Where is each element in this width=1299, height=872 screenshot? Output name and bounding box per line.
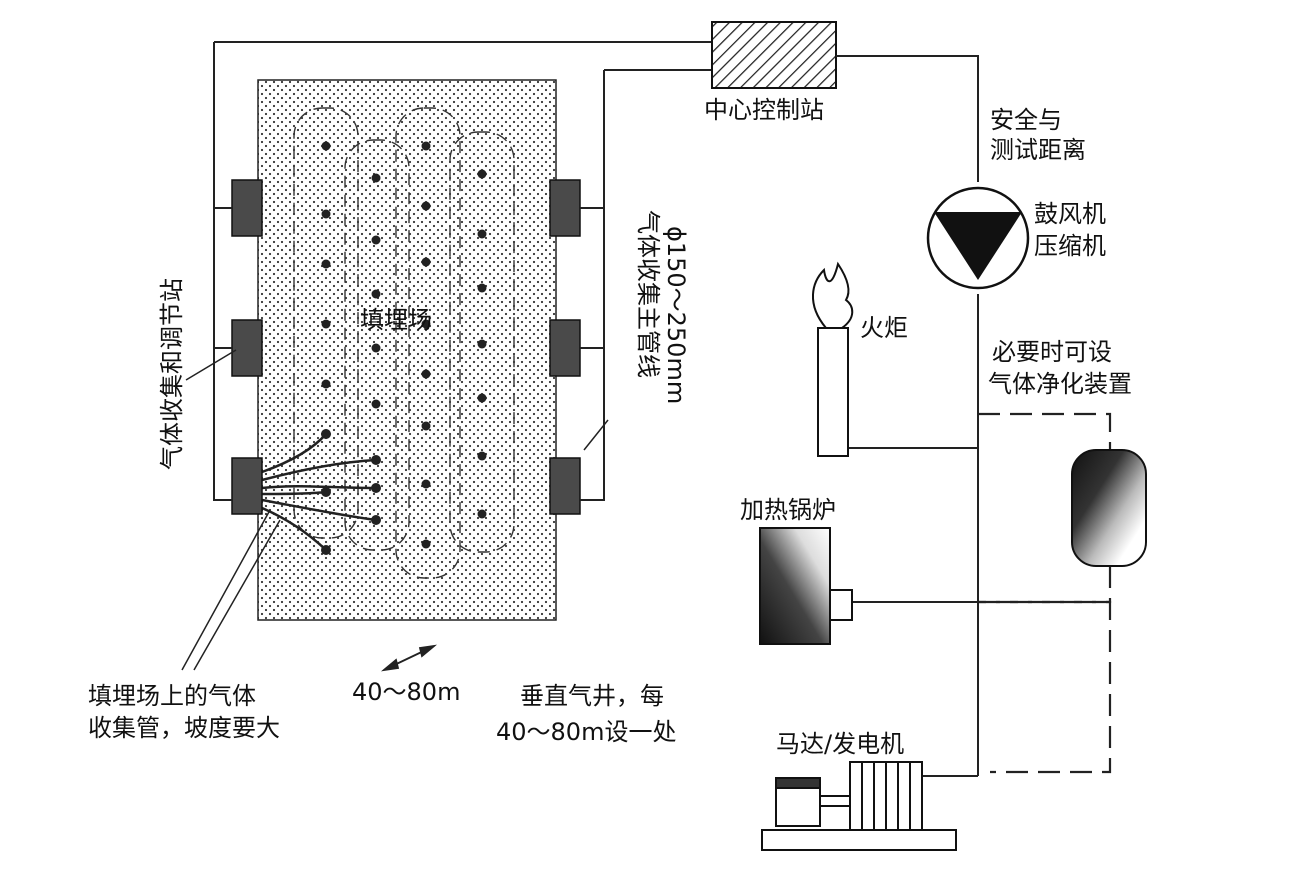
vertical-wells: [321, 141, 487, 549]
blower-label-2: 压缩机: [1034, 232, 1106, 260]
flare-symbol: [811, 261, 854, 457]
purifier-label-2: 气体净化装置: [988, 370, 1132, 398]
vertical-well-label-2: 40～80m设一处: [496, 718, 676, 746]
main-pipe-label-2: ϕ150～250mm: [662, 226, 690, 404]
spacing-label: 40～80m: [352, 678, 460, 706]
main-pipe-label-1: 气体收集主管线: [634, 210, 662, 378]
flare-label: 火炬: [860, 314, 908, 342]
collection-station-label: 气体收集和调节站: [158, 278, 186, 470]
spacing-arrow: [380, 644, 438, 672]
landfill-label: 填埋场: [360, 306, 432, 334]
control-station-label: 中心控制站: [704, 96, 824, 124]
safety-distance-label-1: 安全与: [990, 106, 1062, 134]
main-collection-pipes: [213, 41, 712, 501]
motor-generator-label: 马达/发电机: [776, 730, 904, 758]
left-collection-stations: [231, 179, 263, 515]
surface-pipe-label-1: 填埋场上的气体: [88, 682, 256, 710]
blower-label-1: 鼓风机: [1034, 200, 1106, 228]
purifier-bypass: [978, 412, 1112, 774]
leader-lines: [181, 349, 609, 671]
boiler-symbol: [759, 527, 853, 645]
control-station-box: [711, 21, 837, 89]
boiler-label: 加热锅炉: [740, 496, 836, 524]
right-collection-stations: [549, 179, 581, 515]
landfill-area: [257, 79, 557, 621]
safety-distance-label-2: 测试距离: [990, 136, 1086, 164]
purifier-tank: [1071, 449, 1147, 567]
surface-pipe-ends: [321, 429, 381, 555]
surface-pipe-label-2: 收集管，坡度要大: [88, 714, 280, 742]
blower-compressor-symbol: [926, 186, 1030, 290]
motor-generator-symbol: [761, 761, 957, 851]
well-influence-zones: [293, 107, 515, 579]
purifier-label-1: 必要时可设: [992, 338, 1112, 366]
process-line: [836, 55, 979, 777]
surface-collection-pipes: [261, 433, 377, 551]
vertical-well-label-1: 垂直气井，每: [520, 682, 664, 710]
